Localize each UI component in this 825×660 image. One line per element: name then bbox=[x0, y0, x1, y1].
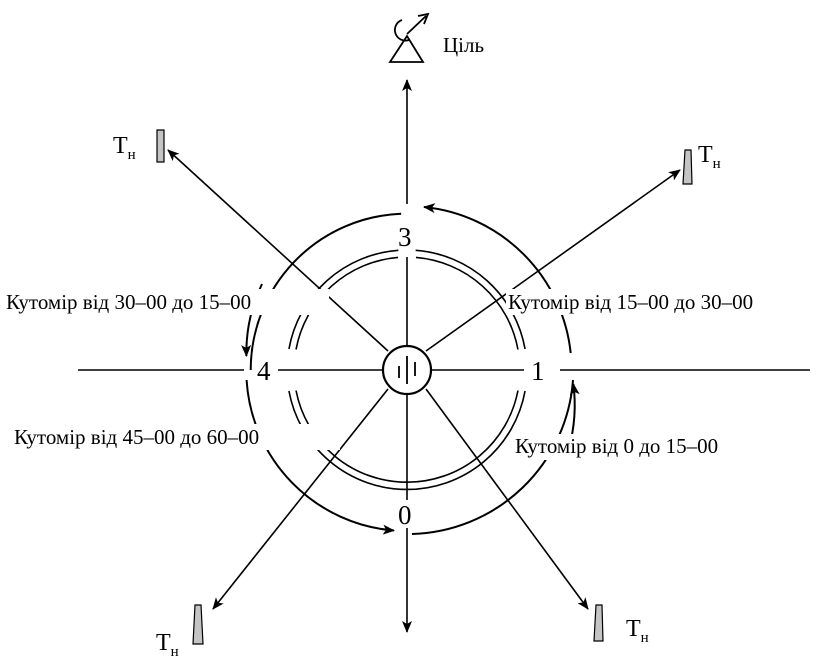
sector-label-top-right: Кутомір від 15–00 до 30–00 bbox=[508, 290, 753, 314]
marker-post-icon bbox=[593, 604, 604, 642]
svg-text:Тн: Тн bbox=[626, 616, 649, 646]
marker-post-icon bbox=[156, 129, 165, 163]
diagonal-rays bbox=[167, 149, 681, 610]
outer-arc-bottom bbox=[245, 379, 574, 535]
marker-top-left: Тн bbox=[113, 129, 165, 163]
svg-text:Тн: Тн bbox=[113, 133, 136, 163]
quadrant-number-right: 1 bbox=[531, 356, 545, 386]
quadrant-number-top: 3 bbox=[398, 222, 412, 252]
marker-post-icon bbox=[192, 604, 204, 645]
target-icon bbox=[388, 12, 430, 63]
sector-label-bottom-right: Кутомір від 0 до 15–00 bbox=[515, 434, 718, 458]
outer-arc-top bbox=[249, 203, 572, 371]
svg-text:Тн: Тн bbox=[156, 630, 179, 660]
sector-label-bottom-left: Кутомір від 45–00 до 60–00 bbox=[14, 425, 259, 449]
marker-post-icon bbox=[682, 149, 693, 185]
observation-point-icon bbox=[381, 344, 433, 396]
marker-bottom-left: Тн bbox=[156, 604, 204, 660]
target-label: Ціль bbox=[443, 33, 484, 57]
marker-top-right: Тн bbox=[682, 142, 721, 185]
marker-bottom-right: Тн bbox=[593, 604, 649, 646]
quadrant-number-left: 4 bbox=[257, 356, 271, 386]
svg-text:Тн: Тн bbox=[698, 142, 721, 172]
sector-label-top-left: Кутомір від 30–00 до 15–00 bbox=[6, 290, 251, 314]
quadrant-number-bottom: 0 bbox=[398, 500, 412, 530]
